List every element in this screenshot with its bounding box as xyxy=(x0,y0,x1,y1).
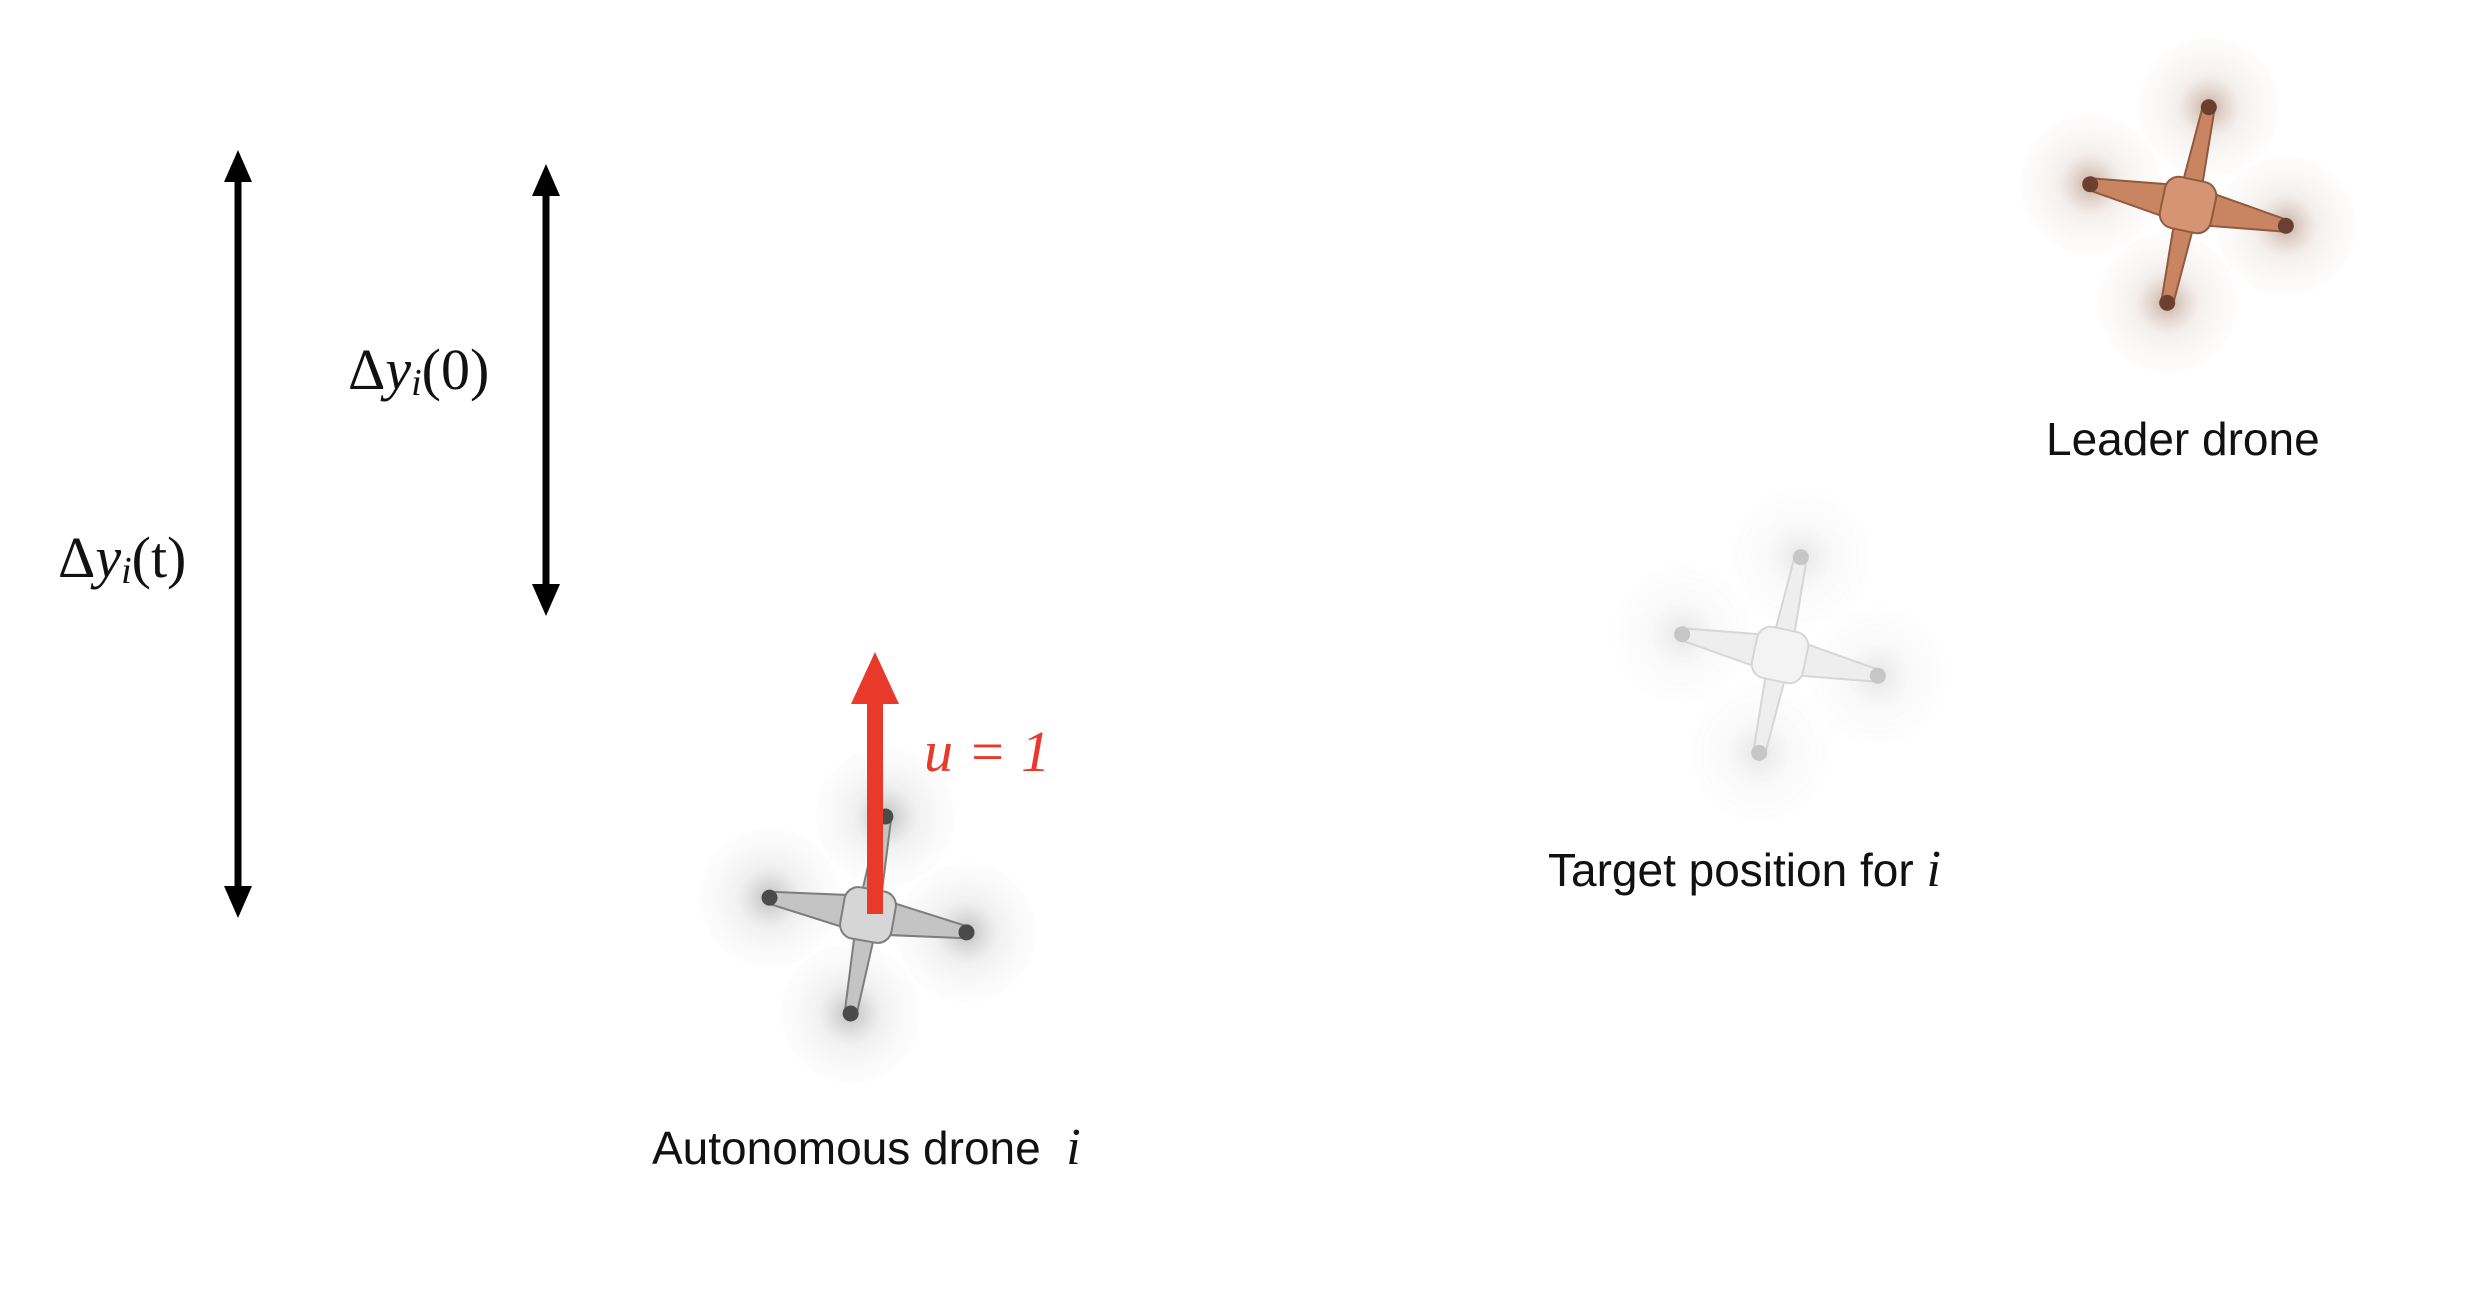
delta-y-t-label: Δyi(t) xyxy=(58,525,187,592)
delta-y-0-label: Δyi(0) xyxy=(348,337,490,404)
control-input-arrow xyxy=(851,652,899,914)
autonomous-drone-quadcopter-icon xyxy=(699,746,1037,1084)
delta-y-0-arrow xyxy=(532,164,560,616)
target-drone-quadcopter-icon xyxy=(1612,487,1948,823)
leader-drone-quadcopter-icon xyxy=(2020,37,2356,373)
target-position-label: Target position for i xyxy=(1548,841,1941,898)
autonomous-drone-label: Autonomous drone i xyxy=(652,1119,1081,1176)
delta-y-t-arrow xyxy=(224,150,252,918)
leader-drone-label: Leader drone xyxy=(2046,413,2320,465)
control-input-label: u = 1 xyxy=(924,719,1051,784)
